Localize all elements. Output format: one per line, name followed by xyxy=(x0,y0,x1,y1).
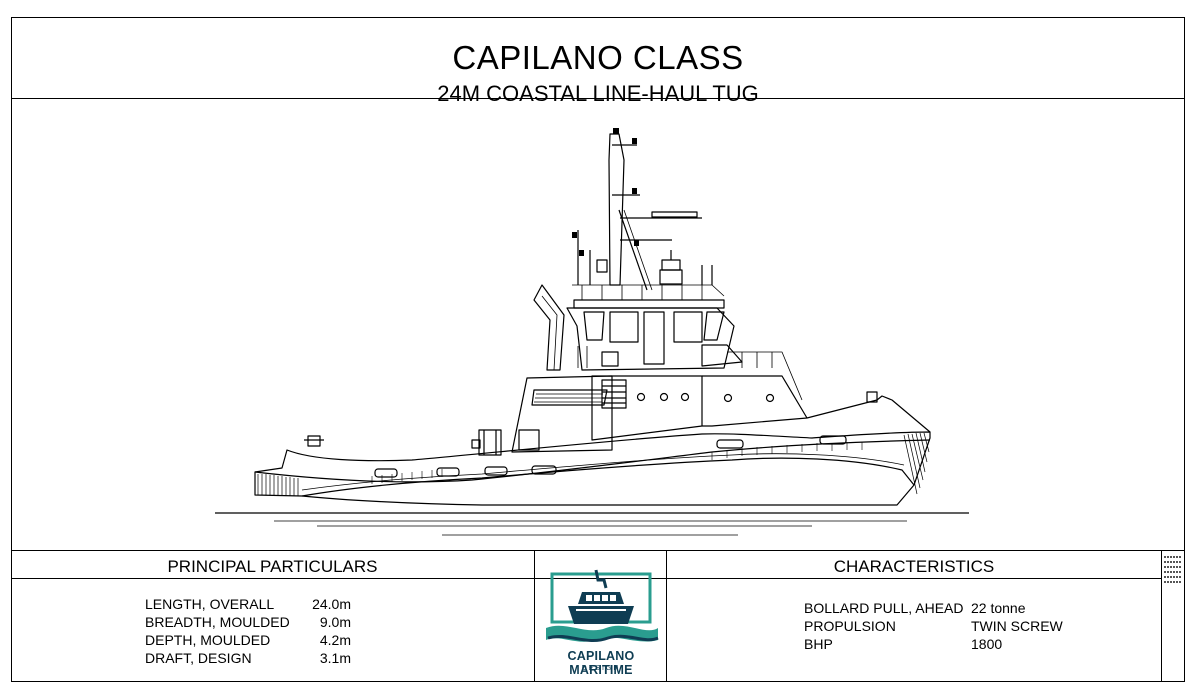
spec-value: 4.2m xyxy=(319,632,351,648)
disclaimer-note xyxy=(1161,553,1185,679)
characteristics-heading: CHARACTERISTICS xyxy=(833,557,995,576)
spec-label: BOLLARD PULL, AHEAD xyxy=(804,600,964,616)
mast xyxy=(608,133,625,286)
spec-value: TWIN SCREW xyxy=(971,618,1063,634)
logo-company-name: CAPILANO MARITIME xyxy=(567,649,635,677)
wheelhouse-windows xyxy=(583,311,725,365)
side-door xyxy=(601,379,627,409)
rub-rail xyxy=(301,457,915,497)
section-divider xyxy=(1161,551,1162,682)
bow-bulwark xyxy=(806,395,931,433)
radar-dome xyxy=(661,259,681,271)
spec-label: LENGTH, OVERALL xyxy=(145,596,275,612)
section-divider xyxy=(666,551,667,682)
drawing-frame xyxy=(11,17,1185,682)
navigation-lights xyxy=(572,128,639,256)
wheelhouse xyxy=(566,307,735,371)
towing-bitt xyxy=(307,435,321,447)
company-logo: CAPILANO MARITIME DESIGN xyxy=(536,566,666,677)
logo-tagline: DESIGN xyxy=(581,665,621,672)
section-divider xyxy=(534,551,535,682)
sheer-fender-hatch xyxy=(371,442,863,484)
spec-value: 3.1m xyxy=(319,650,351,666)
stern-fender-hatch xyxy=(257,474,299,496)
spec-label: DEPTH, MOULDED xyxy=(145,632,271,648)
bridge-window-lower xyxy=(601,351,619,367)
deckhouse xyxy=(511,375,613,453)
rub-rail xyxy=(301,453,905,491)
tow-winch xyxy=(471,429,502,456)
funnel-vent xyxy=(531,389,608,406)
deckhouse-bow xyxy=(702,375,808,427)
spec-label: BREADTH, MOULDED xyxy=(145,614,290,630)
hull xyxy=(254,431,931,506)
tug-boat-icon xyxy=(546,569,659,643)
section-underline xyxy=(11,578,1161,579)
particulars-panel: PRINCIPAL PARTICULARS LENGTH, OVERALL 24… xyxy=(11,550,1185,682)
spec-label: DRAFT, DESIGN xyxy=(145,650,252,666)
roof-rail xyxy=(572,284,725,300)
bow-fender-hatch xyxy=(903,432,930,495)
deck-tires xyxy=(374,435,847,478)
portholes xyxy=(636,392,775,403)
deckhouse-door xyxy=(518,429,540,451)
tug-profile-drawing xyxy=(215,128,969,536)
spec-label: PROPULSION xyxy=(804,618,896,634)
spec-value: 1800 xyxy=(971,636,1003,652)
bridge-wing xyxy=(701,344,743,367)
drawing-subtitle: 24M COASTAL LINE-HAUL TUG xyxy=(437,81,759,106)
vent-louvres xyxy=(534,393,603,403)
spec-value: 24.0m xyxy=(312,596,351,612)
principal-particulars-heading: PRINCIPAL PARTICULARS xyxy=(167,557,378,576)
title-block: CAPILANO CLASS 24M COASTAL LINE-HAUL TUG xyxy=(11,17,1185,106)
spec-value: 22 tonne xyxy=(971,600,1026,616)
drawing-title: CAPILANO CLASS xyxy=(452,39,744,76)
spec-value: 9.0m xyxy=(319,614,351,630)
mast-strut xyxy=(618,209,648,291)
aft-rail xyxy=(577,346,803,401)
wheelhouse-roof xyxy=(573,299,725,309)
spec-label: BHP xyxy=(804,636,833,652)
exhaust-stack xyxy=(533,284,565,371)
mast-yards xyxy=(612,144,702,241)
